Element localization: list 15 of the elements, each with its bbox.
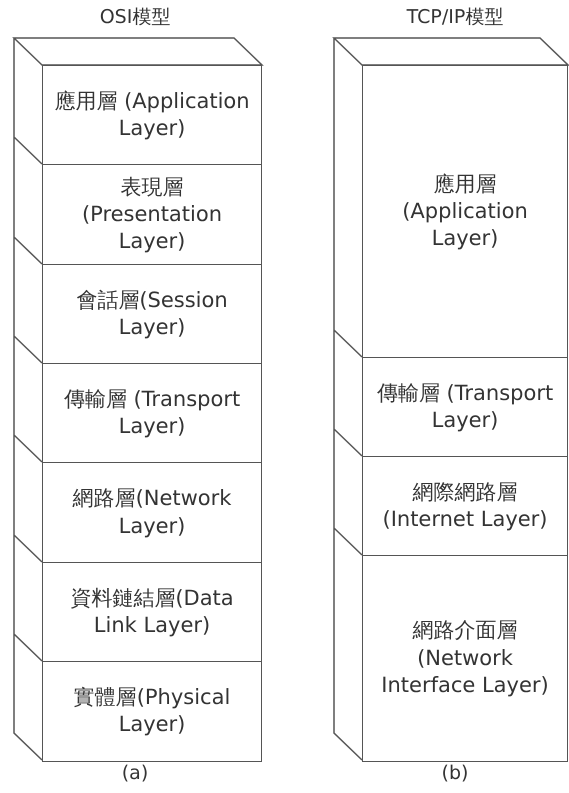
layer-box: 會話層(Session Layer) — [42, 264, 262, 364]
layer-box: 網際網路層 (Internet Layer) — [362, 456, 568, 556]
layer-box: 應用層 (Application Layer) — [362, 65, 568, 358]
stack-title: OSI模型 — [100, 5, 170, 30]
layer-box: 應用層 (Application Layer) — [42, 65, 262, 166]
layer-box: 網路介面層 (Network Interface Layer) — [362, 555, 568, 762]
layer-box: 表現層 (Presentation Layer) — [42, 164, 262, 266]
panel-label: (b) — [442, 762, 468, 784]
layer-box: 傳輸層 (Transport Layer) — [42, 363, 262, 464]
layer-box: 傳輸層 (Transport Layer) — [362, 357, 568, 458]
layer-box: 實體層(Physical Layer) — [42, 661, 262, 762]
panel-label: (a) — [122, 762, 148, 784]
stack-title: TCP/IP模型 — [406, 5, 504, 30]
layer-box: 網路層(Network Layer) — [42, 462, 262, 564]
layer-box: 資料鏈結層(Data Link Layer) — [42, 562, 262, 662]
